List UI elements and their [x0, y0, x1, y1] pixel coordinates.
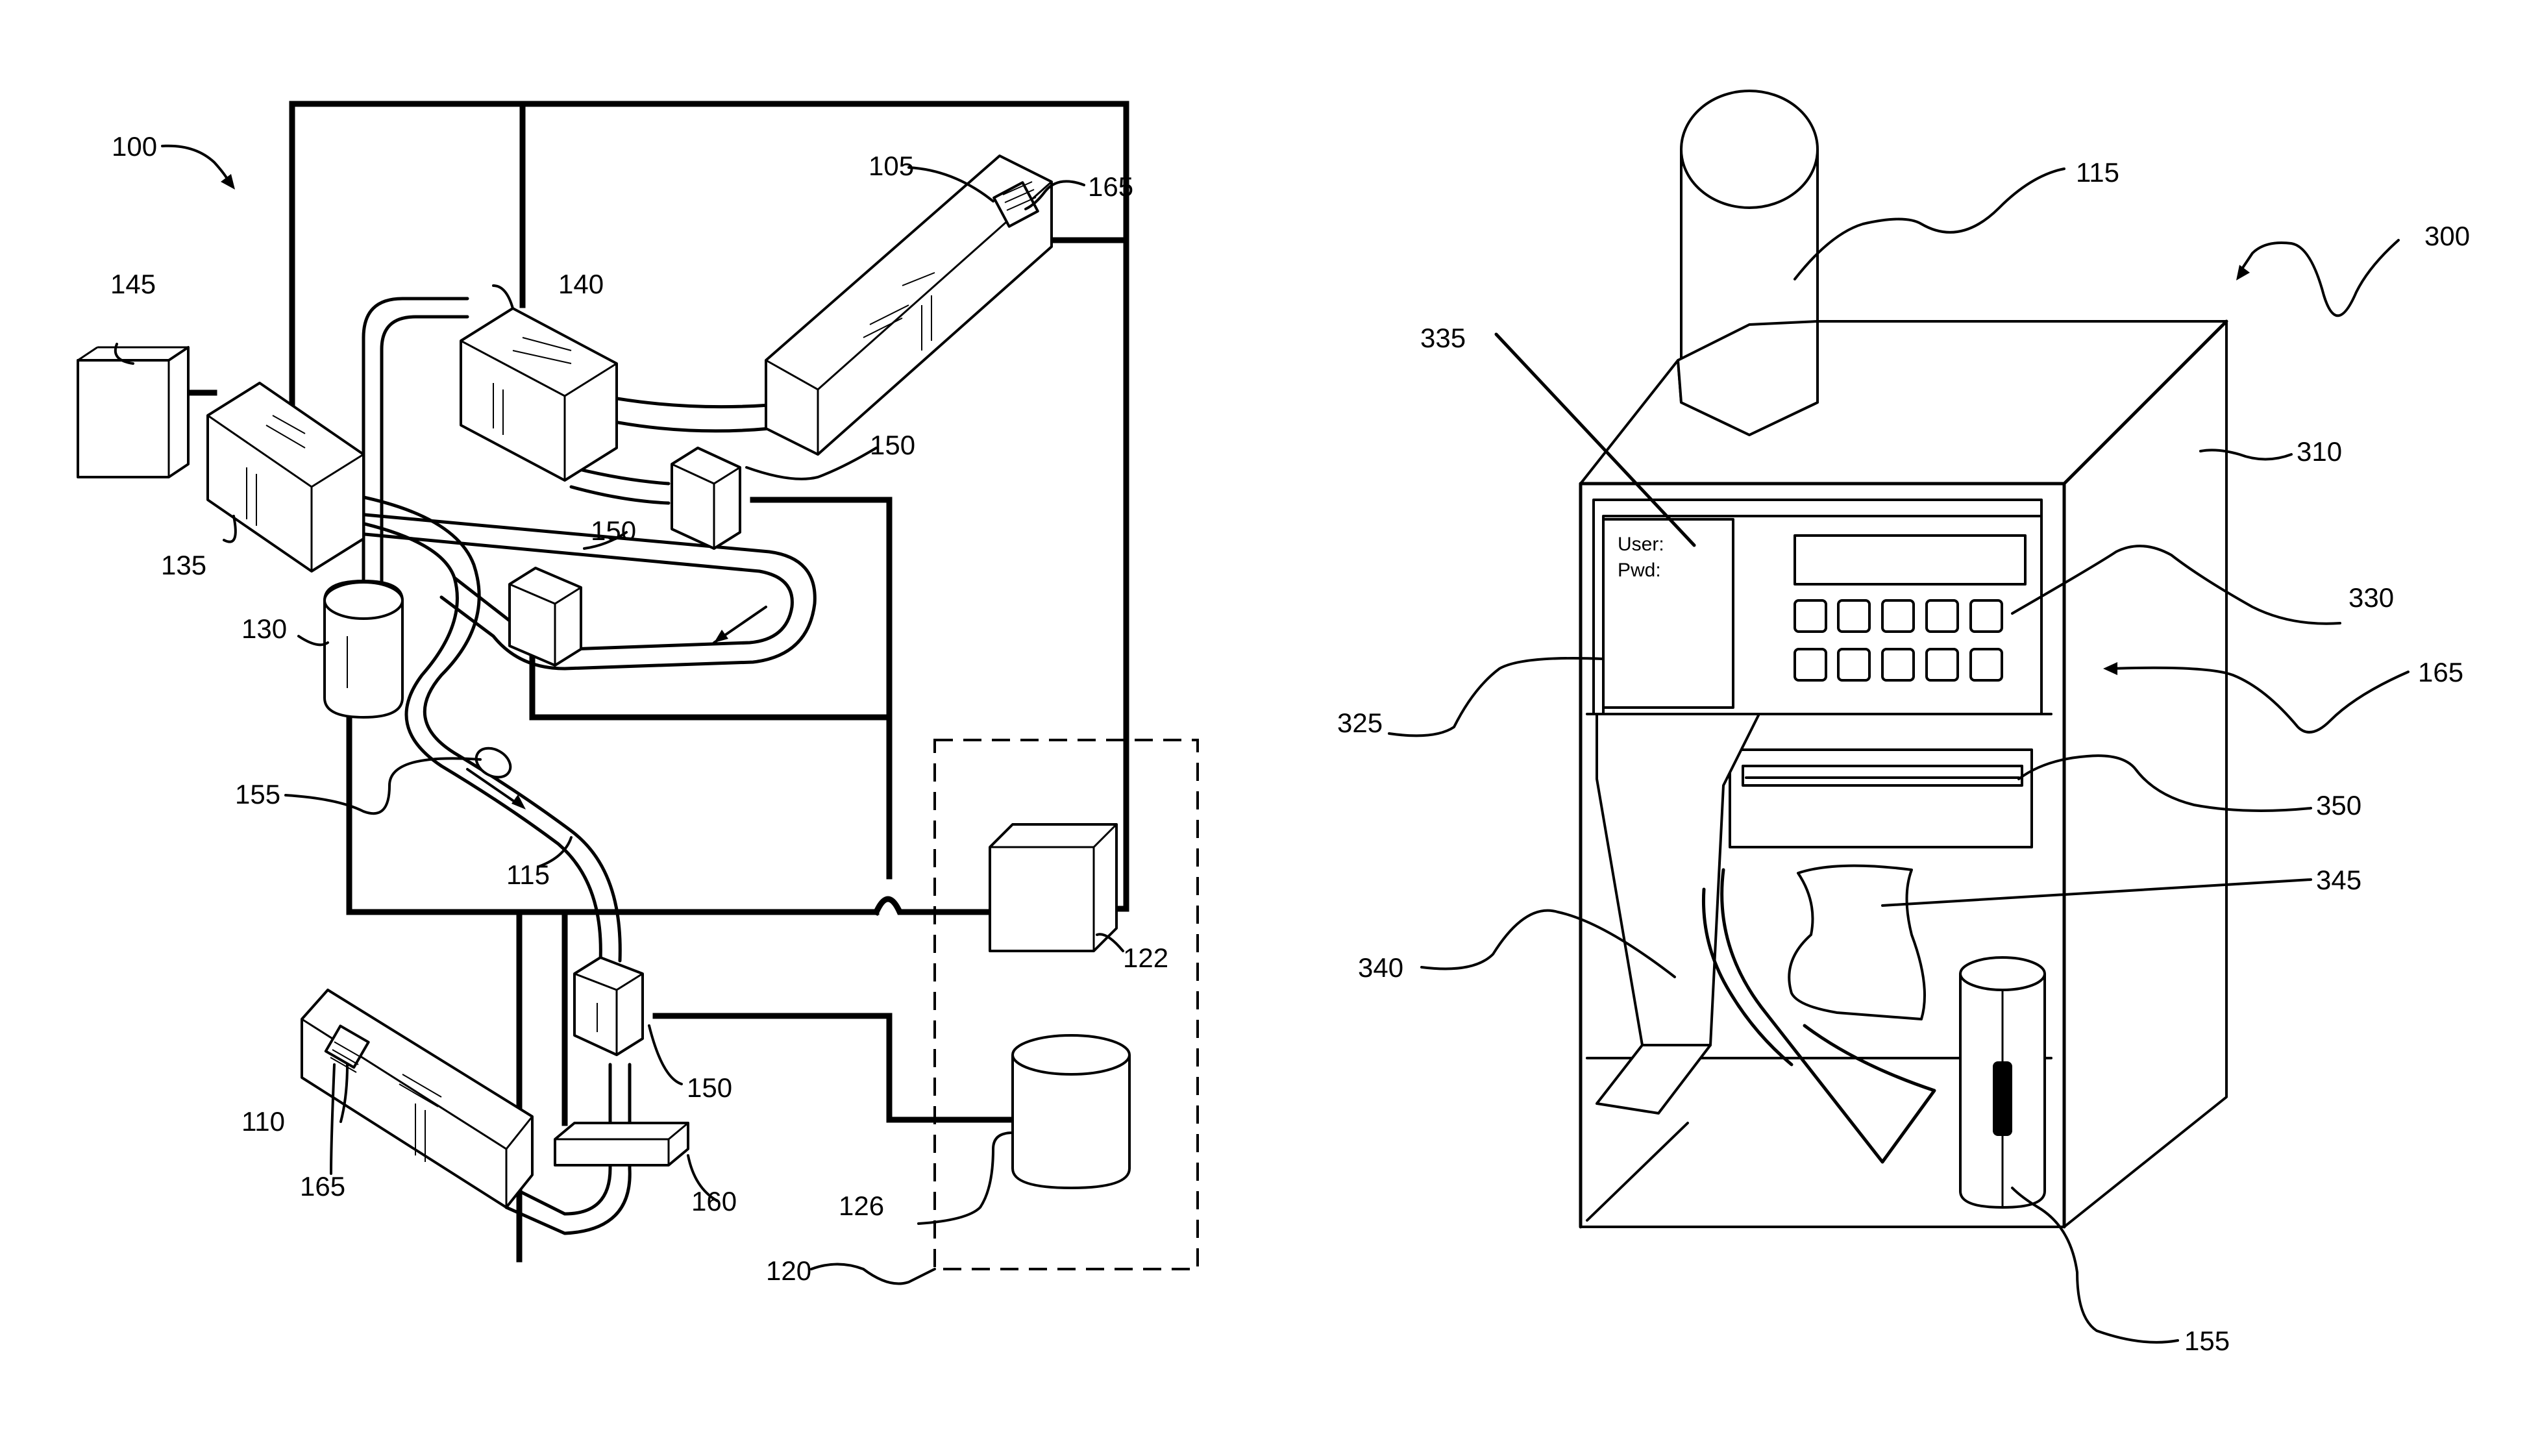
key-7 — [1838, 649, 1869, 680]
sensor-150-middle — [510, 568, 581, 665]
key-9 — [1927, 649, 1958, 680]
valve-160 — [555, 1123, 688, 1165]
blower-130 — [325, 581, 402, 717]
printer-350 — [1730, 750, 2032, 847]
label-135: 135 — [161, 550, 206, 580]
label-115-right: 115 — [2076, 157, 2119, 188]
remote-computer-122 — [990, 824, 1116, 951]
label-325: 325 — [1337, 708, 1383, 738]
labels-left: 100 105 165 145 140 150 150 135 130 155 … — [110, 131, 1168, 1286]
label-140: 140 — [558, 269, 604, 299]
label-120: 120 — [766, 1255, 811, 1286]
sensor-150-lower — [574, 957, 643, 1055]
label-122: 122 — [1123, 943, 1168, 973]
label-330: 330 — [2348, 582, 2394, 613]
diverter-135 — [208, 383, 364, 571]
label-105: 105 — [869, 151, 914, 181]
key-10 — [1971, 649, 2002, 680]
diverter-140 — [461, 308, 617, 480]
terminal-105 — [766, 156, 1052, 454]
sensor-150-upper — [672, 448, 740, 549]
screen-pwd-label: Pwd: — [1618, 560, 1661, 581]
remote-station-120 — [935, 740, 1198, 1269]
key-4 — [1927, 600, 1958, 632]
label-345: 345 — [2316, 865, 2361, 895]
key-8 — [1882, 649, 1914, 680]
screen-user-label: User: — [1618, 534, 1664, 555]
label-115-left: 115 — [506, 859, 550, 890]
carrier-band — [1993, 1061, 2012, 1136]
label-155-left: 155 — [235, 779, 280, 809]
label-300: 300 — [2424, 221, 2470, 251]
figure-100: 100 105 165 145 140 150 150 135 130 155 … — [78, 104, 1198, 1286]
label-130: 130 — [241, 613, 287, 644]
label-126: 126 — [839, 1191, 884, 1221]
label-160: 160 — [691, 1186, 737, 1216]
label-165-top: 165 — [1088, 171, 1133, 202]
key-3 — [1882, 600, 1914, 632]
label-150-lower: 150 — [687, 1072, 732, 1103]
label-100: 100 — [112, 131, 157, 162]
database-126 — [1013, 1035, 1129, 1188]
label-310: 310 — [2297, 436, 2342, 467]
controller-145 — [78, 347, 188, 477]
label-110: 110 — [241, 1106, 285, 1137]
label-155-right: 155 — [2184, 1326, 2230, 1356]
label-165-bottom: 165 — [300, 1171, 345, 1202]
label-350: 350 — [2316, 790, 2361, 821]
key-5 — [1971, 600, 2002, 632]
label-340: 340 — [1358, 952, 1403, 983]
receipt-345 — [1789, 866, 1925, 1019]
figure-300: User: Pwd: — [1337, 91, 2470, 1356]
label-150-upper: 150 — [870, 430, 915, 460]
label-145: 145 — [110, 269, 156, 299]
key-6 — [1795, 649, 1826, 680]
login-display-335: User: Pwd: — [1603, 519, 1733, 708]
key-2 — [1838, 600, 1869, 632]
label-165-right: 165 — [2418, 657, 2463, 687]
carrier-155-right — [1960, 957, 2045, 1207]
status-display — [1795, 536, 2025, 584]
label-335: 335 — [1420, 323, 1466, 353]
key-1 — [1795, 600, 1826, 632]
label-150-middle: 150 — [591, 515, 636, 546]
